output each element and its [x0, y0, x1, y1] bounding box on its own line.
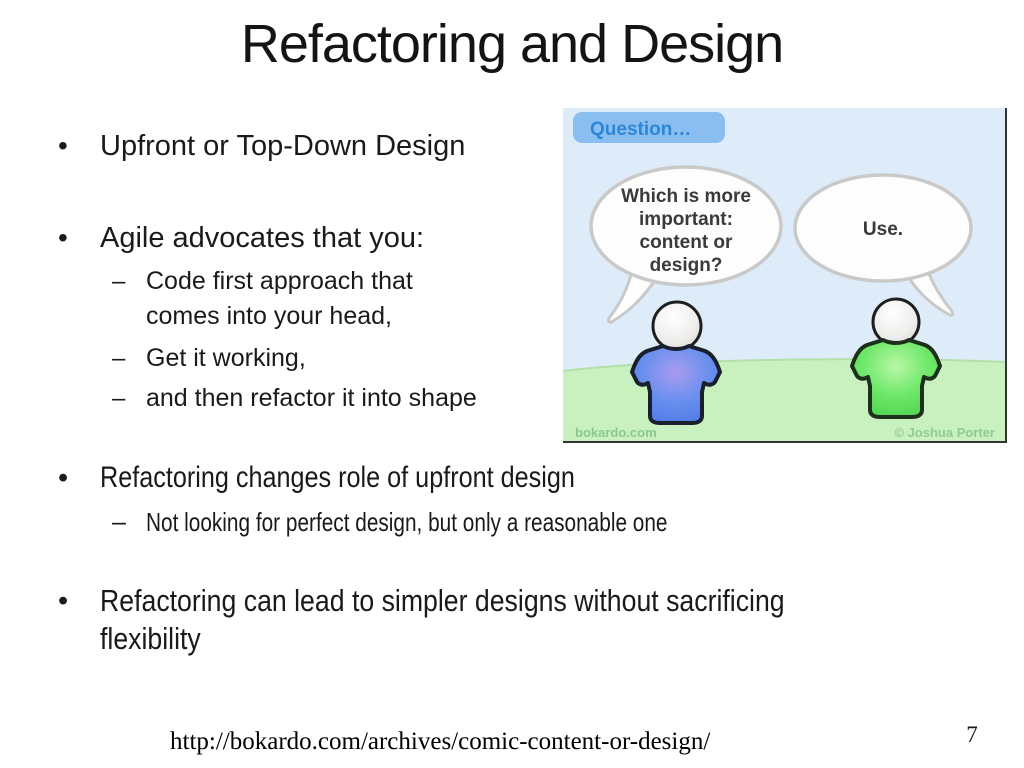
bullet-text: Upfront or Top-Down Design [100, 130, 466, 162]
person-blue [630, 300, 722, 425]
comic-image: Question… Which is more important: conte… [562, 108, 1008, 443]
left-bubble-line: design? [650, 255, 723, 276]
left-bubble-line: content or [640, 232, 733, 253]
speech-bubble-left: Which is more important: content or desi… [589, 165, 783, 324]
person-green-head [871, 297, 921, 347]
page-number: 7 [966, 722, 978, 747]
comic-svg: Question… Which is more important: conte… [562, 108, 1008, 443]
person-green [850, 297, 942, 419]
speech-bubble-right: Use. [793, 173, 973, 317]
bullet-marker: • [58, 222, 68, 253]
footer-url: http://bokardo.com/archives/comic-conten… [170, 728, 711, 755]
bullet-marker: – [112, 385, 126, 412]
bullet-text: Refactoring can lead to simpler designs … [100, 583, 785, 656]
bullet-marker: – [112, 508, 126, 536]
right-bubble-text: Use. [863, 219, 903, 240]
person-blue-shirt [630, 344, 722, 425]
slide-title: Refactoring and Design [240, 14, 784, 74]
bullet-text: Code first approach that comes into your… [146, 267, 413, 330]
bullet-text: Refactoring changes role of upfront desi… [100, 461, 575, 494]
person-green-shirt [850, 338, 942, 419]
credit-bokardo: bokardo.com [575, 425, 657, 440]
credit-joshua-porter: © Joshua Porter [894, 425, 995, 440]
question-tab [573, 112, 725, 143]
bullet-marker: • [58, 585, 69, 617]
bullet-marker: – [112, 345, 126, 372]
grass-edge [562, 358, 1008, 372]
person-blue-head [651, 300, 703, 352]
left-bubble-line: Which is more [621, 186, 751, 207]
bullet-text: Get it working, [146, 344, 306, 372]
bullet-marker: • [58, 462, 69, 494]
bullet-text: and then refactor it into shape [146, 384, 477, 412]
bullet-marker: – [112, 268, 126, 295]
bullet-text: Agile advocates that you: [100, 222, 425, 254]
bullet-marker: • [58, 130, 68, 161]
bullet-text: Not looking for perfect design, but only… [146, 507, 668, 537]
question-tab-label: Question… [590, 119, 691, 140]
left-bubble-line: important: [639, 209, 733, 230]
